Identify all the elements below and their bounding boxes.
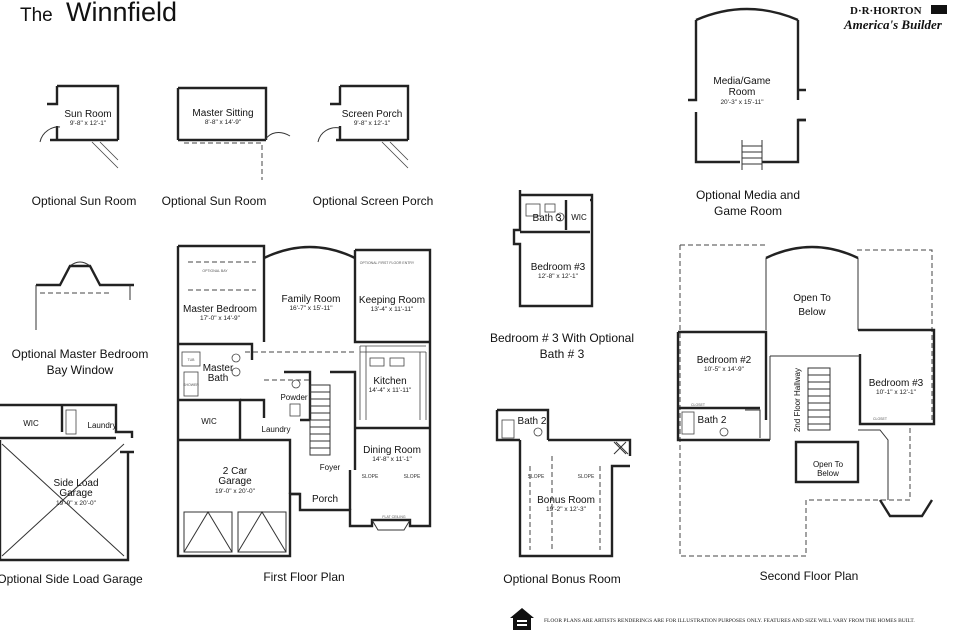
porch-name: Porch [312, 494, 338, 505]
keeping-room-name: Keeping Room [359, 295, 425, 306]
first-floor-plan: TUB SHOWER OPTIONAL BAY OPTIONAL FIRST F… [176, 244, 432, 584]
sf-bath2-name: Bath 2 [698, 415, 727, 426]
caption-first-floor: First Floor Plan [263, 570, 344, 584]
bedroom3-dims: 10'-1" x 12'-1" [876, 389, 917, 396]
bedroom3-name: Bedroom #3 [869, 378, 924, 389]
family-room-dims: 16'-7" x 15'-11" [289, 305, 333, 312]
open-to-below-top-1: Open To [793, 293, 831, 304]
bedroom3-opt-dims: 12'-8" x 12'-1" [538, 273, 579, 280]
master-sitting-dims: 8'-8" x 14'-9" [205, 119, 242, 126]
bonus-slope-label-1: SLOPE [528, 474, 545, 480]
bedroom3-opt-name: Bedroom #3 [531, 262, 586, 273]
equal-housing-icon [510, 608, 534, 630]
hallway-name: 2nd Floor Hallway [793, 368, 802, 432]
caption-bed3-2: Bath # 3 [540, 347, 585, 361]
option-screen-porch: Screen Porch 9'-8" x 12'-1" Optional Scr… [313, 84, 434, 208]
bath3-wic-name: WIC [571, 213, 587, 222]
ff-optional-bay-label: OPTIONAL BAY [202, 269, 228, 273]
logo-tagline: America's Builder [843, 17, 943, 32]
garage-dims: 19'-0" x 20'-0" [215, 488, 256, 495]
builder-logo: D·R·HORTON America's Builder [843, 5, 947, 32]
open-to-below-top-2: Below [798, 307, 826, 318]
foyer-name: Foyer [320, 463, 341, 472]
master-bath-name-2: Bath [208, 373, 229, 384]
bonus-bath2-name: Bath 2 [518, 416, 547, 427]
side-laundry-name: Laundry [88, 421, 117, 430]
master-bedroom-name: Master Bedroom [183, 304, 257, 315]
disclaimer-text: FLOOR PLANS ARE ARTISTS RENDERINGS ARE F… [544, 618, 915, 624]
bedroom2-dims: 10'-5" x 14'-9" [704, 366, 745, 373]
ff-tub-label: TUB [188, 358, 196, 362]
footer: FLOOR PLANS ARE ARTISTS RENDERINGS ARE F… [510, 608, 915, 630]
bonus-slope-label-2: SLOPE [578, 474, 595, 480]
caption-side-load: Optional Side Load Garage [0, 572, 143, 586]
screen-porch-dims: 9'-8" x 12'-1" [354, 120, 391, 127]
sun-room-name: Sun Room [64, 109, 111, 120]
caption-sun-room-2: Optional Sun Room [162, 194, 267, 208]
side-garage-dims: 19'-9" x 20'-0" [56, 500, 97, 507]
garage-name-1: 2 Car [223, 466, 248, 477]
kitchen-name: Kitchen [373, 376, 406, 387]
sun-room-dims: 9'-8" x 12'-1" [70, 120, 107, 127]
title-name: Winnfield [66, 0, 177, 27]
open-to-below-bottom-1: Open To [813, 460, 844, 469]
option-side-load-garage: WIC Laundry Side Load Garage 19'-9" x 20… [0, 403, 143, 586]
master-bath-name-1: Master [203, 363, 234, 374]
caption-media-1: Optional Media and [696, 188, 800, 202]
bedroom2-name: Bedroom #2 [697, 355, 752, 366]
title-prefix: The [20, 5, 53, 26]
ff-optional-entry-label: OPTIONAL FIRST FLOOR ENTRY [360, 261, 415, 265]
option-sun-room-1: Sun Room 9'-8" x 12'-1" Optional Sun Roo… [32, 84, 137, 208]
ff-slope-label-2: SLOPE [404, 474, 421, 480]
plan-title: The Winnfield [20, 0, 177, 27]
caption-screen-porch: Optional Screen Porch [313, 194, 434, 208]
side-garage-name-2: Garage [59, 488, 93, 499]
ff-wic-name: WIC [201, 417, 217, 426]
ff-flat-ceiling-label: FLAT CEILING [382, 515, 405, 519]
side-wic-name: WIC [23, 419, 39, 428]
caption-bed3-1: Bedroom # 3 With Optional [490, 331, 634, 345]
bonus-room-dims: 19'-2" x 12'-3" [546, 506, 587, 513]
master-bedroom-dims: 17'-0" x 14'-9" [200, 315, 241, 322]
powder-name: Powder [280, 393, 307, 402]
option-bonus-room: Bath 2 Bonus Room 19'-2" x 12'-3" SLOPE … [495, 408, 632, 586]
ff-shower-label: SHOWER [183, 383, 199, 387]
second-floor-plan: Open To Below Bedroom #2 10'-5" x 14'-9"… [615, 244, 936, 583]
logo-wordmark: D·R·HORTON [850, 5, 922, 17]
caption-sun-room-1: Optional Sun Room [32, 194, 137, 208]
bonus-room-name: Bonus Room [537, 495, 595, 506]
caption-second-floor: Second Floor Plan [760, 569, 859, 583]
caption-bonus: Optional Bonus Room [503, 572, 620, 586]
media-game-name-2: Room [729, 87, 756, 98]
side-garage-name-1: Side Load [53, 478, 98, 489]
family-room-name: Family Room [282, 294, 341, 305]
sf-closet-label-2: CLOSET [873, 417, 888, 421]
media-game-dims: 20'-3" x 15'-11" [720, 99, 764, 106]
kitchen-dims: 14'-4" x 11'-11" [369, 387, 412, 394]
caption-bay-1: Optional Master Bedroom [12, 347, 149, 361]
master-sitting-name: Master Sitting [192, 108, 253, 119]
eho-badge-icon [931, 5, 947, 14]
option-media-game-room: Media/Game Room 20'-3" x 15'-11" Optiona… [688, 7, 806, 218]
caption-media-2: Game Room [714, 204, 782, 218]
caption-bay-2: Bay Window [47, 363, 114, 377]
option-bedroom3-bath3: Bath 3 WIC Bedroom #3 12'-8" x 12'-1" Be… [490, 190, 634, 361]
ff-slope-label-1: SLOPE [362, 474, 379, 480]
bath3-name: Bath 3 [533, 213, 562, 224]
media-game-name-1: Media/Game [713, 76, 771, 87]
screen-porch-name: Screen Porch [342, 109, 403, 120]
sf-closet-label-1: CLOSET [691, 403, 706, 407]
dining-room-name: Dining Room [363, 445, 421, 456]
option-master-bay-window: Optional Master Bedroom Bay Window [12, 261, 149, 377]
keeping-room-dims: 13'-4" x 11'-11" [371, 306, 414, 313]
garage-name-2: Garage [218, 476, 252, 487]
open-to-below-bottom-2: Below [817, 469, 839, 478]
option-sun-room-2: Master Sitting 8'-8" x 14'-9" Optional S… [162, 86, 291, 208]
dining-room-dims: 14'-8" x 11'-1" [372, 456, 412, 463]
ff-laundry-name: Laundry [262, 425, 291, 434]
